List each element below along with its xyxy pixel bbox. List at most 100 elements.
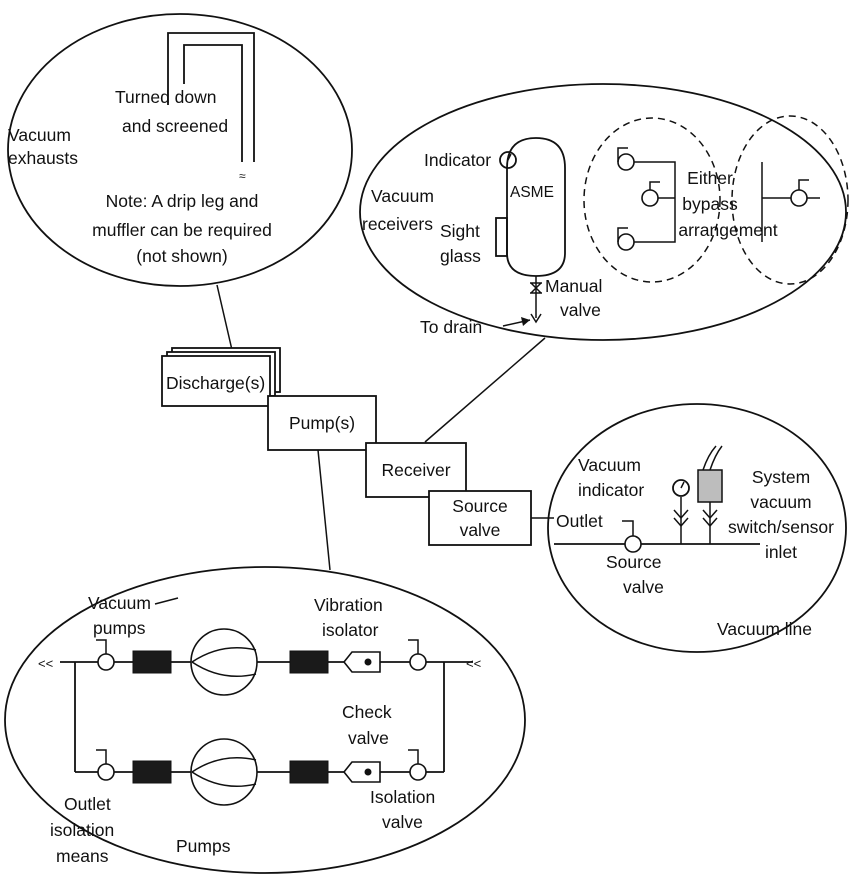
discharge-label: Discharge(s)	[166, 373, 265, 393]
pumps-ellipse	[4, 566, 526, 874]
turned-down-label-line2: and screened	[122, 116, 228, 136]
bottom-pump-icon	[190, 738, 258, 806]
vacuum-exhausts-label-line1: Vacuum	[8, 125, 71, 145]
pump-box: Pump(s)	[267, 395, 377, 451]
switch-label-line4: inlet	[765, 542, 797, 562]
bottom-vibration-isolator-right-icon	[289, 760, 329, 784]
bypass-label-line3: arrangement	[678, 220, 777, 240]
outlet-isolation-label-line1: Outlet	[64, 794, 111, 814]
vacuum-exhausts-label-line2: exhausts	[8, 148, 78, 168]
pump-box-rect	[267, 395, 377, 451]
outlet-isolation-label-line2: isolation	[50, 820, 114, 840]
exhaust-leader-line	[216, 284, 233, 351]
indicator-connector-icon	[673, 509, 689, 528]
top-pump-impeller	[191, 647, 257, 677]
source-valve-callout-line1: Source	[606, 552, 661, 572]
vacuum-indicator-label-line2: indicator	[578, 480, 644, 500]
pumps-label: Pumps	[176, 836, 231, 856]
discharge-box-front	[161, 355, 271, 407]
inlet-arrow-right: <<	[466, 656, 481, 671]
source-valve-callout-line2: valve	[623, 577, 664, 597]
top-isolation-valve-handle	[408, 639, 419, 654]
check-valve-label-line1: Check	[342, 702, 392, 722]
bottom-isolation-valve-icon	[409, 763, 427, 781]
bypass-1-pipes	[634, 161, 676, 243]
receiver-label: Receiver	[381, 460, 450, 480]
to-drain-label: To drain	[420, 317, 482, 337]
vibration-isolator-label-line2: isolator	[322, 620, 379, 640]
vacuum-switch-sensor-icon	[697, 469, 723, 503]
receiver-box-rect	[365, 442, 467, 498]
pump-label: Pump(s)	[289, 413, 355, 433]
source-valve-label-line1: Source	[452, 496, 507, 516]
isolation-valve-label-line2: valve	[382, 812, 423, 832]
bypass-option-1	[583, 117, 721, 283]
bottom-outlet-valve-icon	[97, 763, 115, 781]
switch-label-line1: System	[752, 467, 810, 487]
drain-arrow-icon	[530, 313, 542, 324]
bottom-check-valve-icon	[342, 761, 381, 783]
vacuum-receivers-label-line2: receivers	[362, 214, 433, 234]
bottom-isolation-valve-handle	[408, 749, 419, 764]
top-vibration-isolator-left-icon	[132, 650, 172, 674]
note-line3: (not shown)	[136, 246, 227, 266]
vacuum-line-callout: Outlet Source valve Vacuum indicator Sys…	[547, 403, 847, 653]
asme-label: ASME	[510, 184, 554, 201]
source-valve-icon	[624, 535, 642, 553]
vacuum-indicator-needle	[680, 481, 685, 489]
bypass-1-valve-top-icon	[617, 153, 635, 171]
manual-valve-label-line2: valve	[560, 300, 601, 320]
exhaust-pipe-outer	[167, 32, 255, 162]
bypass-2-valve-icon	[790, 189, 808, 207]
switch-wires	[702, 445, 723, 471]
exhaust-pipe-inner	[183, 44, 243, 162]
header-pipes	[74, 662, 445, 772]
pumps-callout: Vacuum pumps << << Vibration isolato	[4, 566, 526, 874]
top-pump-icon	[190, 628, 258, 696]
receiver-callout: Indicator ASME Sight glass Vacuum receiv…	[359, 83, 849, 341]
vacuum-pumps-leader	[154, 597, 179, 605]
vacuum-indicator-label-line1: Vacuum	[578, 455, 641, 475]
switch-label-line3: switch/sensor	[728, 517, 834, 537]
top-isolation-valve-icon	[409, 653, 427, 671]
bypass-2-pipes	[761, 162, 791, 242]
exhaust-callout: ≈ Turned down and screened Vacuum exhaus…	[7, 13, 353, 287]
bypass-1-valve-bottom-icon	[617, 233, 635, 251]
bypass-2-handles	[798, 179, 820, 199]
sight-glass-icon	[495, 217, 508, 257]
bottom-pump-impeller	[191, 757, 257, 787]
note-line2: muffler can be required	[92, 220, 272, 240]
inlet-arrow-left: <<	[38, 656, 53, 671]
discharge-box: Discharge(s)	[161, 347, 281, 407]
source-valve-label-line2: valve	[460, 520, 501, 540]
screen-icon: ≈	[239, 169, 246, 183]
bypass-1-handles	[617, 147, 675, 242]
check-valve-label-line2: valve	[348, 728, 389, 748]
switch-connector-icon	[702, 509, 718, 528]
receiver-tank	[506, 137, 566, 277]
drain-leader-arrowhead	[521, 317, 530, 326]
sight-glass-label-line1: Sight	[440, 221, 480, 241]
bypass-label-line1: Either	[687, 168, 733, 188]
receiver-box: Receiver	[365, 442, 467, 498]
exhaust-circle	[7, 13, 353, 287]
manual-valve-label-line1: Manual	[545, 276, 602, 296]
bottom-check-valve-dot	[364, 768, 372, 776]
top-vibration-isolator-right-icon	[289, 650, 329, 674]
receiver-ellipse	[359, 83, 847, 341]
vibration-isolator-label-line1: Vibration	[314, 595, 383, 615]
vacuum-line-circle	[547, 403, 847, 653]
bypass-1-valve-mid-icon	[641, 189, 659, 207]
indicator-label: Indicator	[424, 150, 491, 170]
top-check-valve-dot	[364, 658, 372, 666]
manual-valve-icon	[530, 282, 542, 294]
indicator-needle	[507, 153, 512, 161]
isolation-valve-label-line1: Isolation	[370, 787, 435, 807]
bottom-vibration-isolator-left-icon	[132, 760, 172, 784]
vacuum-pumps-label-line2: pumps	[93, 618, 146, 638]
top-outlet-valve-handle	[96, 639, 107, 654]
switch-label-line2: vacuum	[750, 492, 811, 512]
vacuum-pumps-label-line1: Vacuum	[88, 593, 151, 613]
top-check-valve-icon	[342, 651, 381, 673]
